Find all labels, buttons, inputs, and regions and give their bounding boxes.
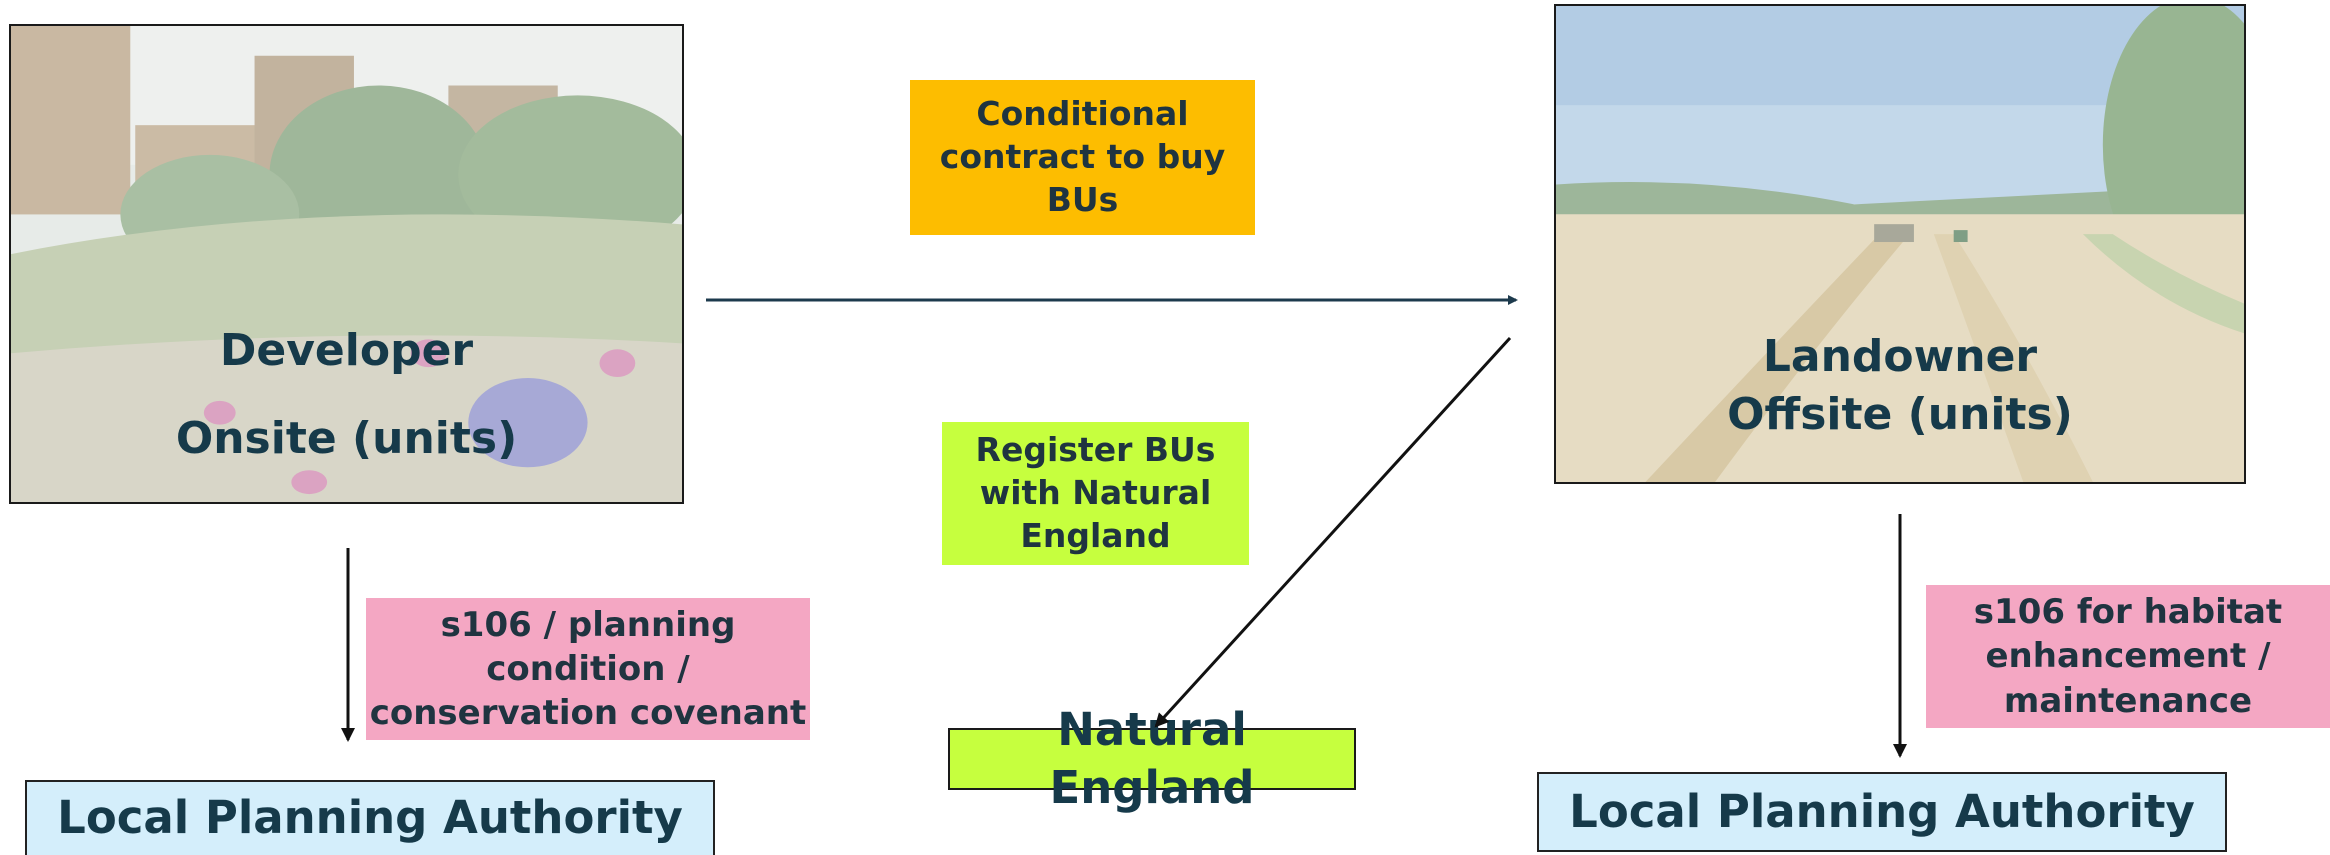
developer-s106-label: s106 / planning condition / conservation…	[366, 598, 810, 740]
register-arrow	[1154, 336, 1512, 728]
natural-england-label: Natural England	[1049, 702, 1255, 815]
landowner-photo-image	[1556, 6, 2244, 482]
register-line2: with Natural	[979, 473, 1212, 513]
landowner-s106-label: s106 for habitat enhancement / maintenan…	[1926, 585, 2330, 728]
dev-s106-line1: s106 / planning	[440, 604, 736, 645]
contract-line2: contract to buy	[939, 137, 1226, 177]
conditional-contract-label: Conditional contract to buy BUs	[910, 80, 1255, 235]
land-s106-line3: maintenance	[2003, 680, 2253, 721]
register-line1: Register BUs	[975, 430, 1216, 470]
developer-label-line2: Onsite (units)	[175, 413, 518, 464]
contract-line3: BUs	[1046, 179, 1119, 219]
lpa-left-box: Local Planning Authority	[25, 780, 715, 855]
developer-label-line1: Developer	[219, 325, 474, 376]
landowner-offsite-photo: Landowner Offsite (units)	[1554, 4, 2246, 484]
landowner-label-line2: Offsite (units)	[1727, 389, 2073, 440]
landowner-label-line1: Landowner	[1762, 331, 2038, 382]
dev-s106-line3: conservation covenant	[369, 693, 807, 734]
lpa-right-label: Local Planning Authority	[1569, 784, 2195, 838]
lpa-left-label: Local Planning Authority	[57, 791, 683, 845]
lpa-right-box: Local Planning Authority	[1537, 772, 2227, 852]
natural-england-box: Natural England	[948, 703, 1356, 814]
dev-s106-line2: condition /	[486, 648, 690, 689]
developer-photo-image	[11, 26, 682, 502]
developer-onsite-photo: Developer Onsite (units)	[9, 24, 684, 504]
land-s106-line2: enhancement /	[1985, 636, 2271, 677]
contract-line1: Conditional	[976, 94, 1189, 134]
register-line3: England	[1020, 515, 1171, 555]
register-bus-label: Register BUs with Natural England	[942, 422, 1249, 565]
land-s106-line1: s106 for habitat	[1973, 592, 2283, 633]
